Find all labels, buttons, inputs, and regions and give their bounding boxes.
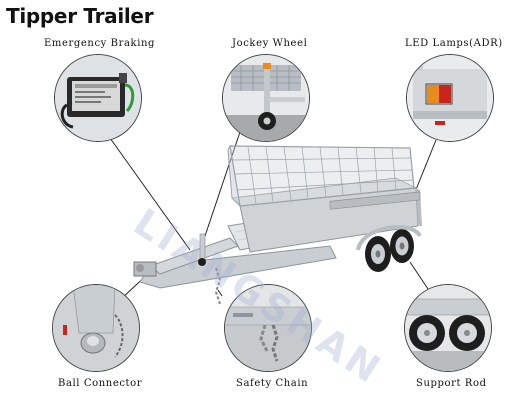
label-jockey-wheel: Jockey Wheel [232,38,308,49]
jockey-wheel-photo [222,54,310,142]
label-led-lamps: LED Lamps(ADR) [405,38,503,49]
callout-line-led [414,139,437,193]
mesh-cage [227,144,415,208]
emergency-braking-photo [54,54,142,142]
support-rod-photo [404,284,492,372]
wheels [365,229,414,272]
page-title: Tipper Trailer [6,4,154,28]
callout-line-jockey [204,131,241,237]
callout-line-chain [217,289,223,297]
safety-chain-photo [224,284,312,372]
label-ball-connector: Ball Connector [58,378,143,389]
callout-line-braking [109,137,191,251]
label-emergency-braking: Emergency Braking [44,38,156,49]
ball-connector-photo [52,284,140,372]
led-lamps-photo [406,54,494,142]
label-safety-chain: Safety Chain [236,378,309,389]
label-support-rod: Support Rod [416,378,487,389]
